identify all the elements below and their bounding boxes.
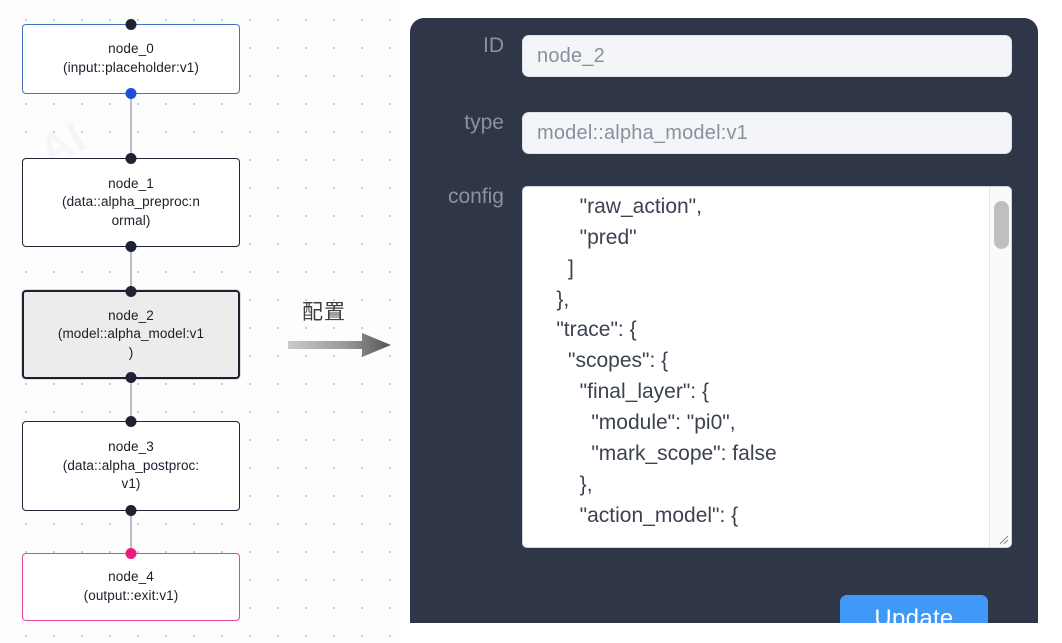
node-handle-source[interactable] [125,241,137,252]
right-arrow-icon [288,332,392,358]
flow-node-label: node_3 (data::alpha_postproc: v1) [62,439,200,492]
config-vertical-scrollbar[interactable] [989,187,1011,547]
transition-annotation: 配置 [288,296,398,366]
field-row-id: ID node_2 [410,35,1012,77]
flow-node-label: node_2 (model::alpha_model:v1 ) [57,307,205,360]
flow-node-label: node_1 (data::alpha_preproc:n ormal) [61,175,201,228]
node-handle-target[interactable] [125,286,137,297]
flow-node-label: node_0 (input::placeholder:v1) [63,41,199,75]
flow-node-node_2[interactable]: node_2 (model::alpha_model:v1 ) [22,286,240,383]
node-handle-target[interactable] [125,548,137,559]
node-handle-target[interactable] [125,416,137,427]
flow-node-node_3[interactable]: node_3 (data::alpha_postproc: v1) [22,416,240,516]
node-handle-source[interactable] [125,88,137,99]
type-input[interactable]: model::alpha_model:v1 [522,112,1012,154]
field-row-config: config "raw_action", "pred" ] }, "trace"… [410,186,1012,548]
node-handle-source[interactable] [125,505,137,516]
id-input[interactable]: node_2 [522,35,1012,77]
edge-node3-node4 [130,512,132,553]
config-textarea[interactable]: "raw_action", "pred" ] }, "trace": { "sc… [556,195,777,527]
update-button[interactable]: Update [840,595,988,623]
flow-node-label: node_4 (output::exit:v1) [83,569,179,603]
flow-node-node_0[interactable]: node_0 (input::placeholder:v1) [22,19,240,99]
flow-node-node_1[interactable]: node_1 (data::alpha_preproc:n ormal) [22,153,240,252]
config-textarea-wrapper[interactable]: "raw_action", "pred" ] }, "trace": { "sc… [522,186,1012,548]
scrollbar-thumb[interactable] [994,201,1009,249]
transition-label: 配置 [302,300,346,324]
type-label: type [464,111,504,134]
edge-node2-node3 [130,378,132,421]
node-handle-target[interactable] [125,153,137,164]
edge-node0-node1 [130,93,132,159]
node-handle-source[interactable] [125,372,137,383]
resize-grip-icon[interactable] [995,531,1009,545]
node-flow-canvas[interactable]: AI AI node_0 (input::placeholder:v1) nod… [0,0,400,643]
edge-node1-node2 [130,246,132,292]
field-row-type: type model::alpha_model:v1 [410,112,1012,154]
node-handle-target[interactable] [125,19,137,30]
config-label: config [447,185,504,208]
flow-node-node_4[interactable]: node_4 (output::exit:v1) [22,548,240,621]
id-label: ID [483,34,504,57]
node-inspector-panel: AI ID node_2 type model::alpha_model:v1 … [410,18,1038,623]
